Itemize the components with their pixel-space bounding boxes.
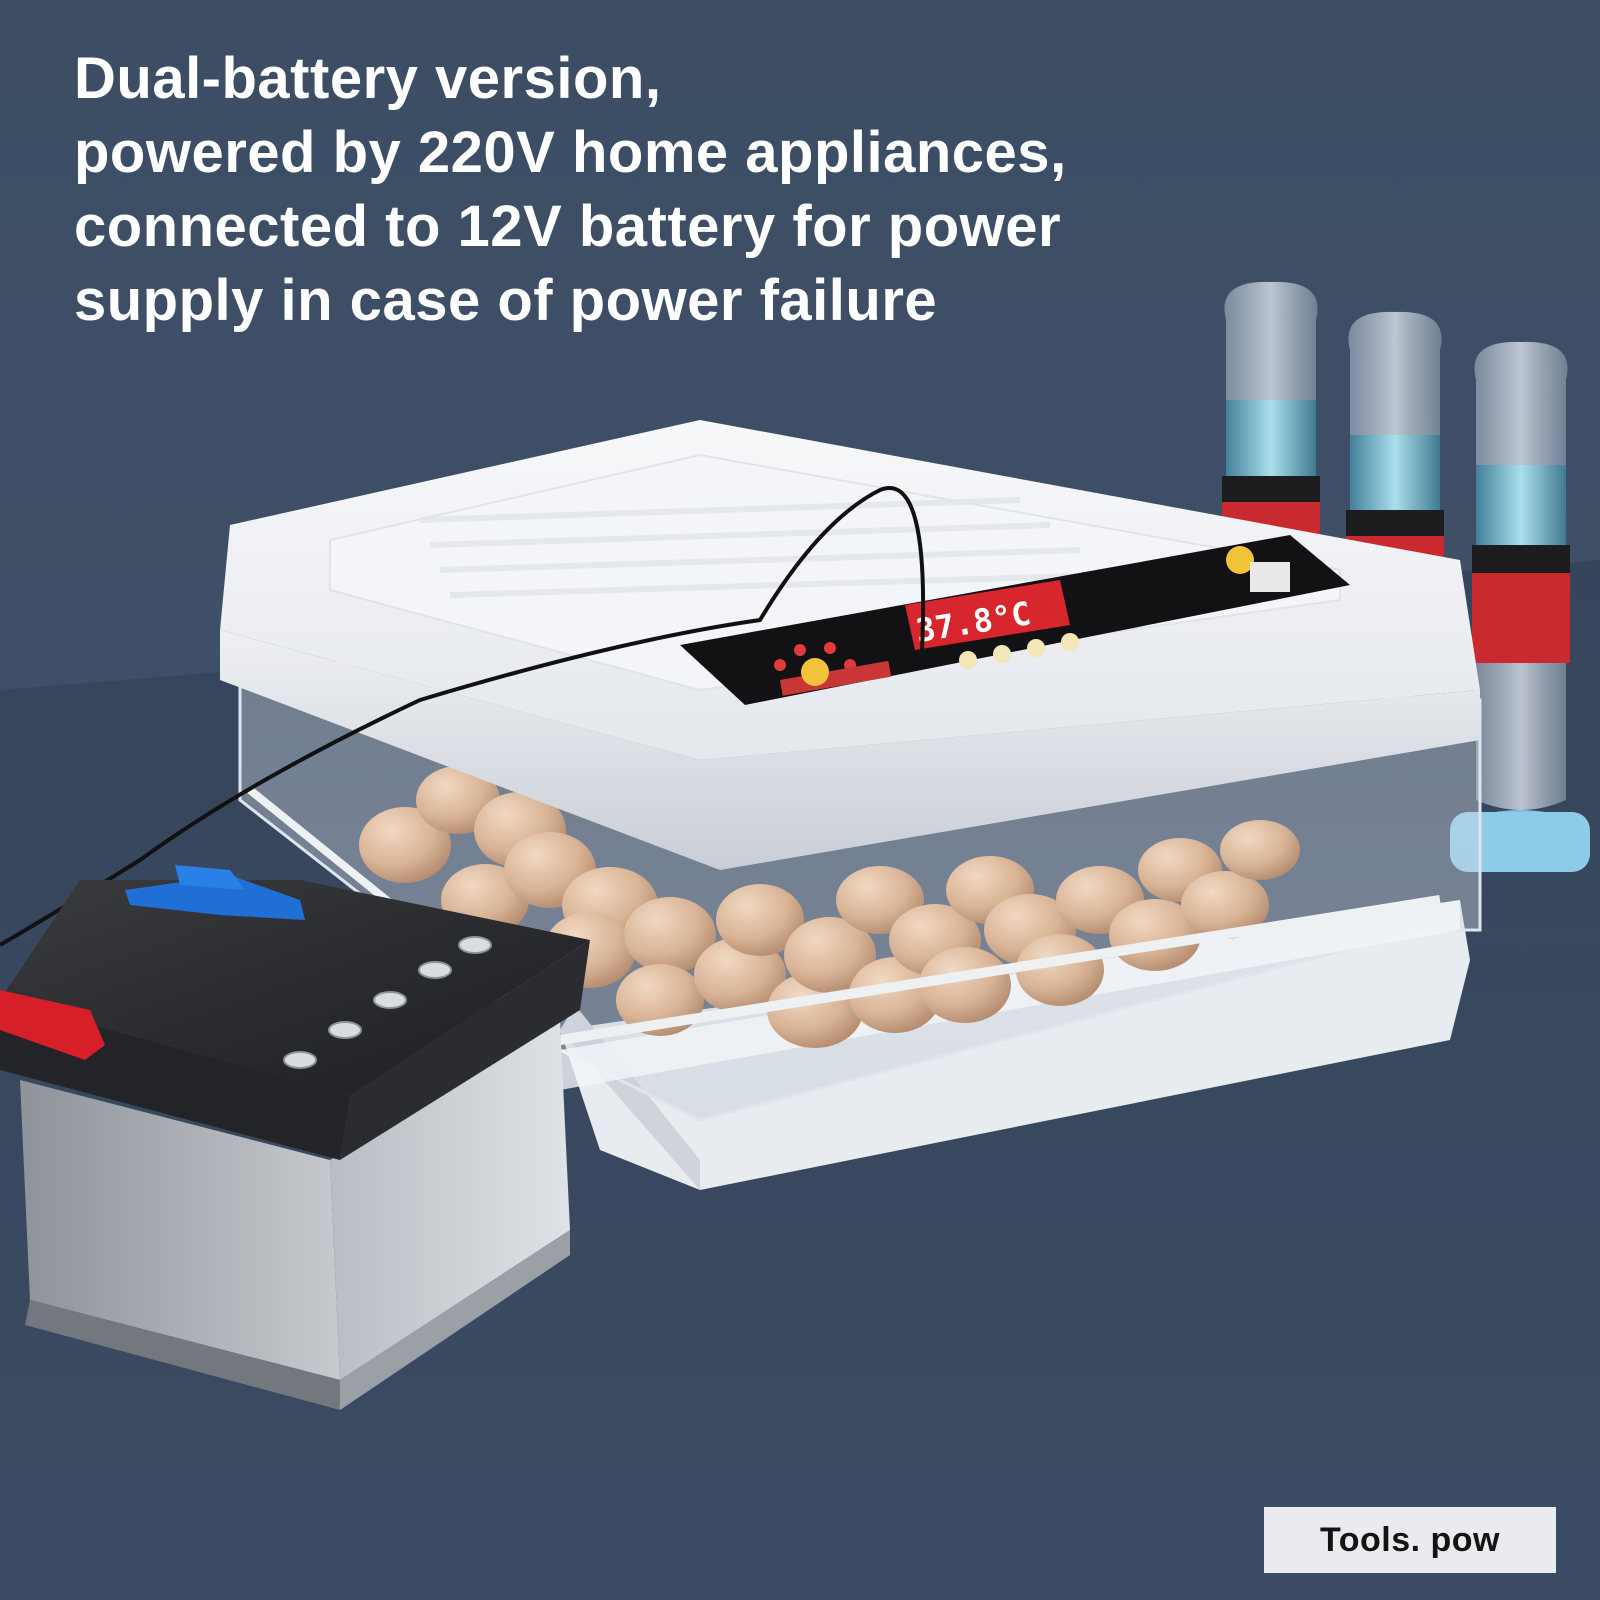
eggs [359,766,1300,1048]
headline-line-1: Dual-battery version, [74,46,662,111]
brand-label: Tools. pow [1319,1520,1500,1559]
headline-line-3: connected to 12V battery for power [74,194,1062,259]
brand-watermark: Tools. pow [1264,1507,1556,1573]
headline: Dual-battery version, powered by 220V ho… [74,42,1254,338]
headline-line-4: supply in case of power failure [74,268,938,333]
red-clamp-icon [0,990,105,1060]
blue-clamp-icon [125,875,305,920]
car-battery-icon [0,865,590,1410]
headline-line-2: powered by 220V home appliances, [74,120,1067,185]
